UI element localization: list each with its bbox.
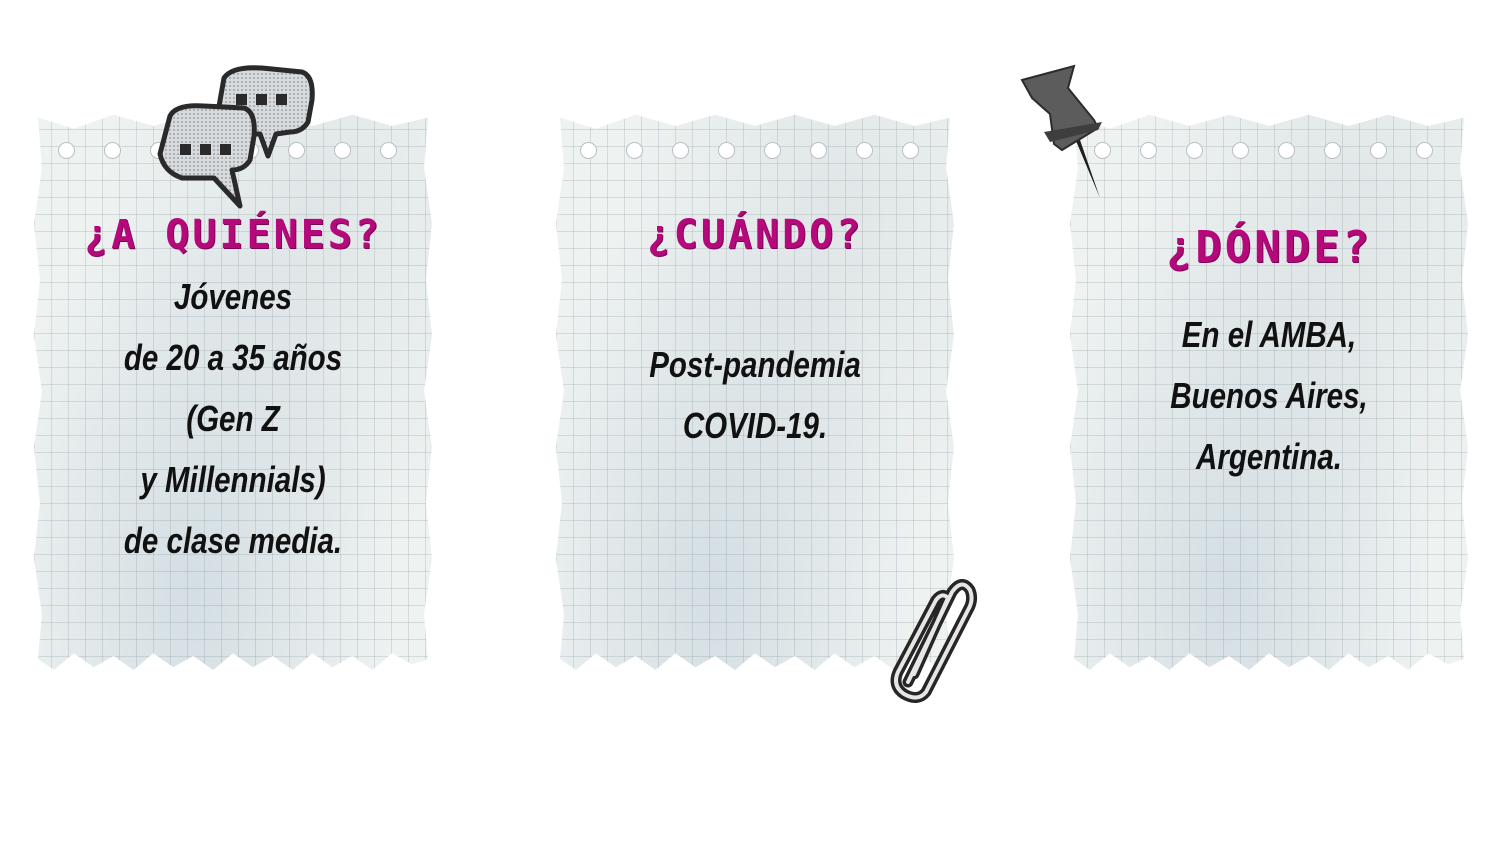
card-line: de 20 a 35 años <box>123 337 343 378</box>
binder-hole <box>1416 142 1433 159</box>
binder-holes <box>1094 142 1444 162</box>
card-cuando: ¿CUÁNDO? Post-pandemia COVID-19. <box>556 114 954 670</box>
binder-hole <box>380 142 397 159</box>
card-line: Jóvenes <box>173 276 293 317</box>
binder-hole <box>288 142 305 159</box>
card-line: de clase media. <box>123 520 343 561</box>
binder-hole <box>1278 142 1295 159</box>
card-line: En el AMBA, <box>1181 314 1357 355</box>
binder-hole <box>672 142 689 159</box>
card-title: ¿CUÁNDO? <box>646 212 864 258</box>
binder-hole <box>58 142 75 159</box>
binder-hole <box>1324 142 1341 159</box>
card-title: ¿A QUIÉNES? <box>84 212 382 258</box>
card-line: Argentina. <box>1196 436 1342 477</box>
binder-hole <box>856 142 873 159</box>
card-line: y Millennials) <box>140 459 326 500</box>
binder-hole <box>1186 142 1203 159</box>
binder-holes <box>580 142 930 162</box>
card-line: Buenos Aires, <box>1170 375 1368 416</box>
card-line: (Gen Z <box>186 398 280 439</box>
binder-hole <box>334 142 351 159</box>
speech-bubbles-icon <box>157 65 315 209</box>
binder-hole <box>810 142 827 159</box>
card-line: COVID-19. <box>682 405 828 446</box>
binder-hole <box>1094 142 1111 159</box>
card-donde: ¿DÓNDE? En el AMBA, Buenos Aires, Argent… <box>1070 114 1468 670</box>
binder-hole <box>764 142 781 159</box>
binder-hole <box>1370 142 1387 159</box>
pushpin-icon <box>1020 64 1102 198</box>
binder-hole <box>626 142 643 159</box>
binder-hole <box>1232 142 1249 159</box>
binder-hole <box>1140 142 1157 159</box>
card-line: Post-pandemia <box>649 344 861 385</box>
binder-hole <box>902 142 919 159</box>
card-body: En el AMBA, Buenos Aires, Argentina. <box>1106 304 1432 487</box>
card-quienes: ¿A QUIÉNES? Jóvenes de 20 a 35 años (Gen… <box>34 114 432 670</box>
binder-hole <box>104 142 121 159</box>
binder-hole <box>580 142 597 159</box>
binder-hole <box>718 142 735 159</box>
card-body: Post-pandemia COVID-19. <box>592 334 918 456</box>
card-body: Jóvenes de 20 a 35 años (Gen Z y Millenn… <box>70 266 396 571</box>
paperclip-icon <box>890 579 978 703</box>
card-title: ¿DÓNDE? <box>1165 222 1373 273</box>
